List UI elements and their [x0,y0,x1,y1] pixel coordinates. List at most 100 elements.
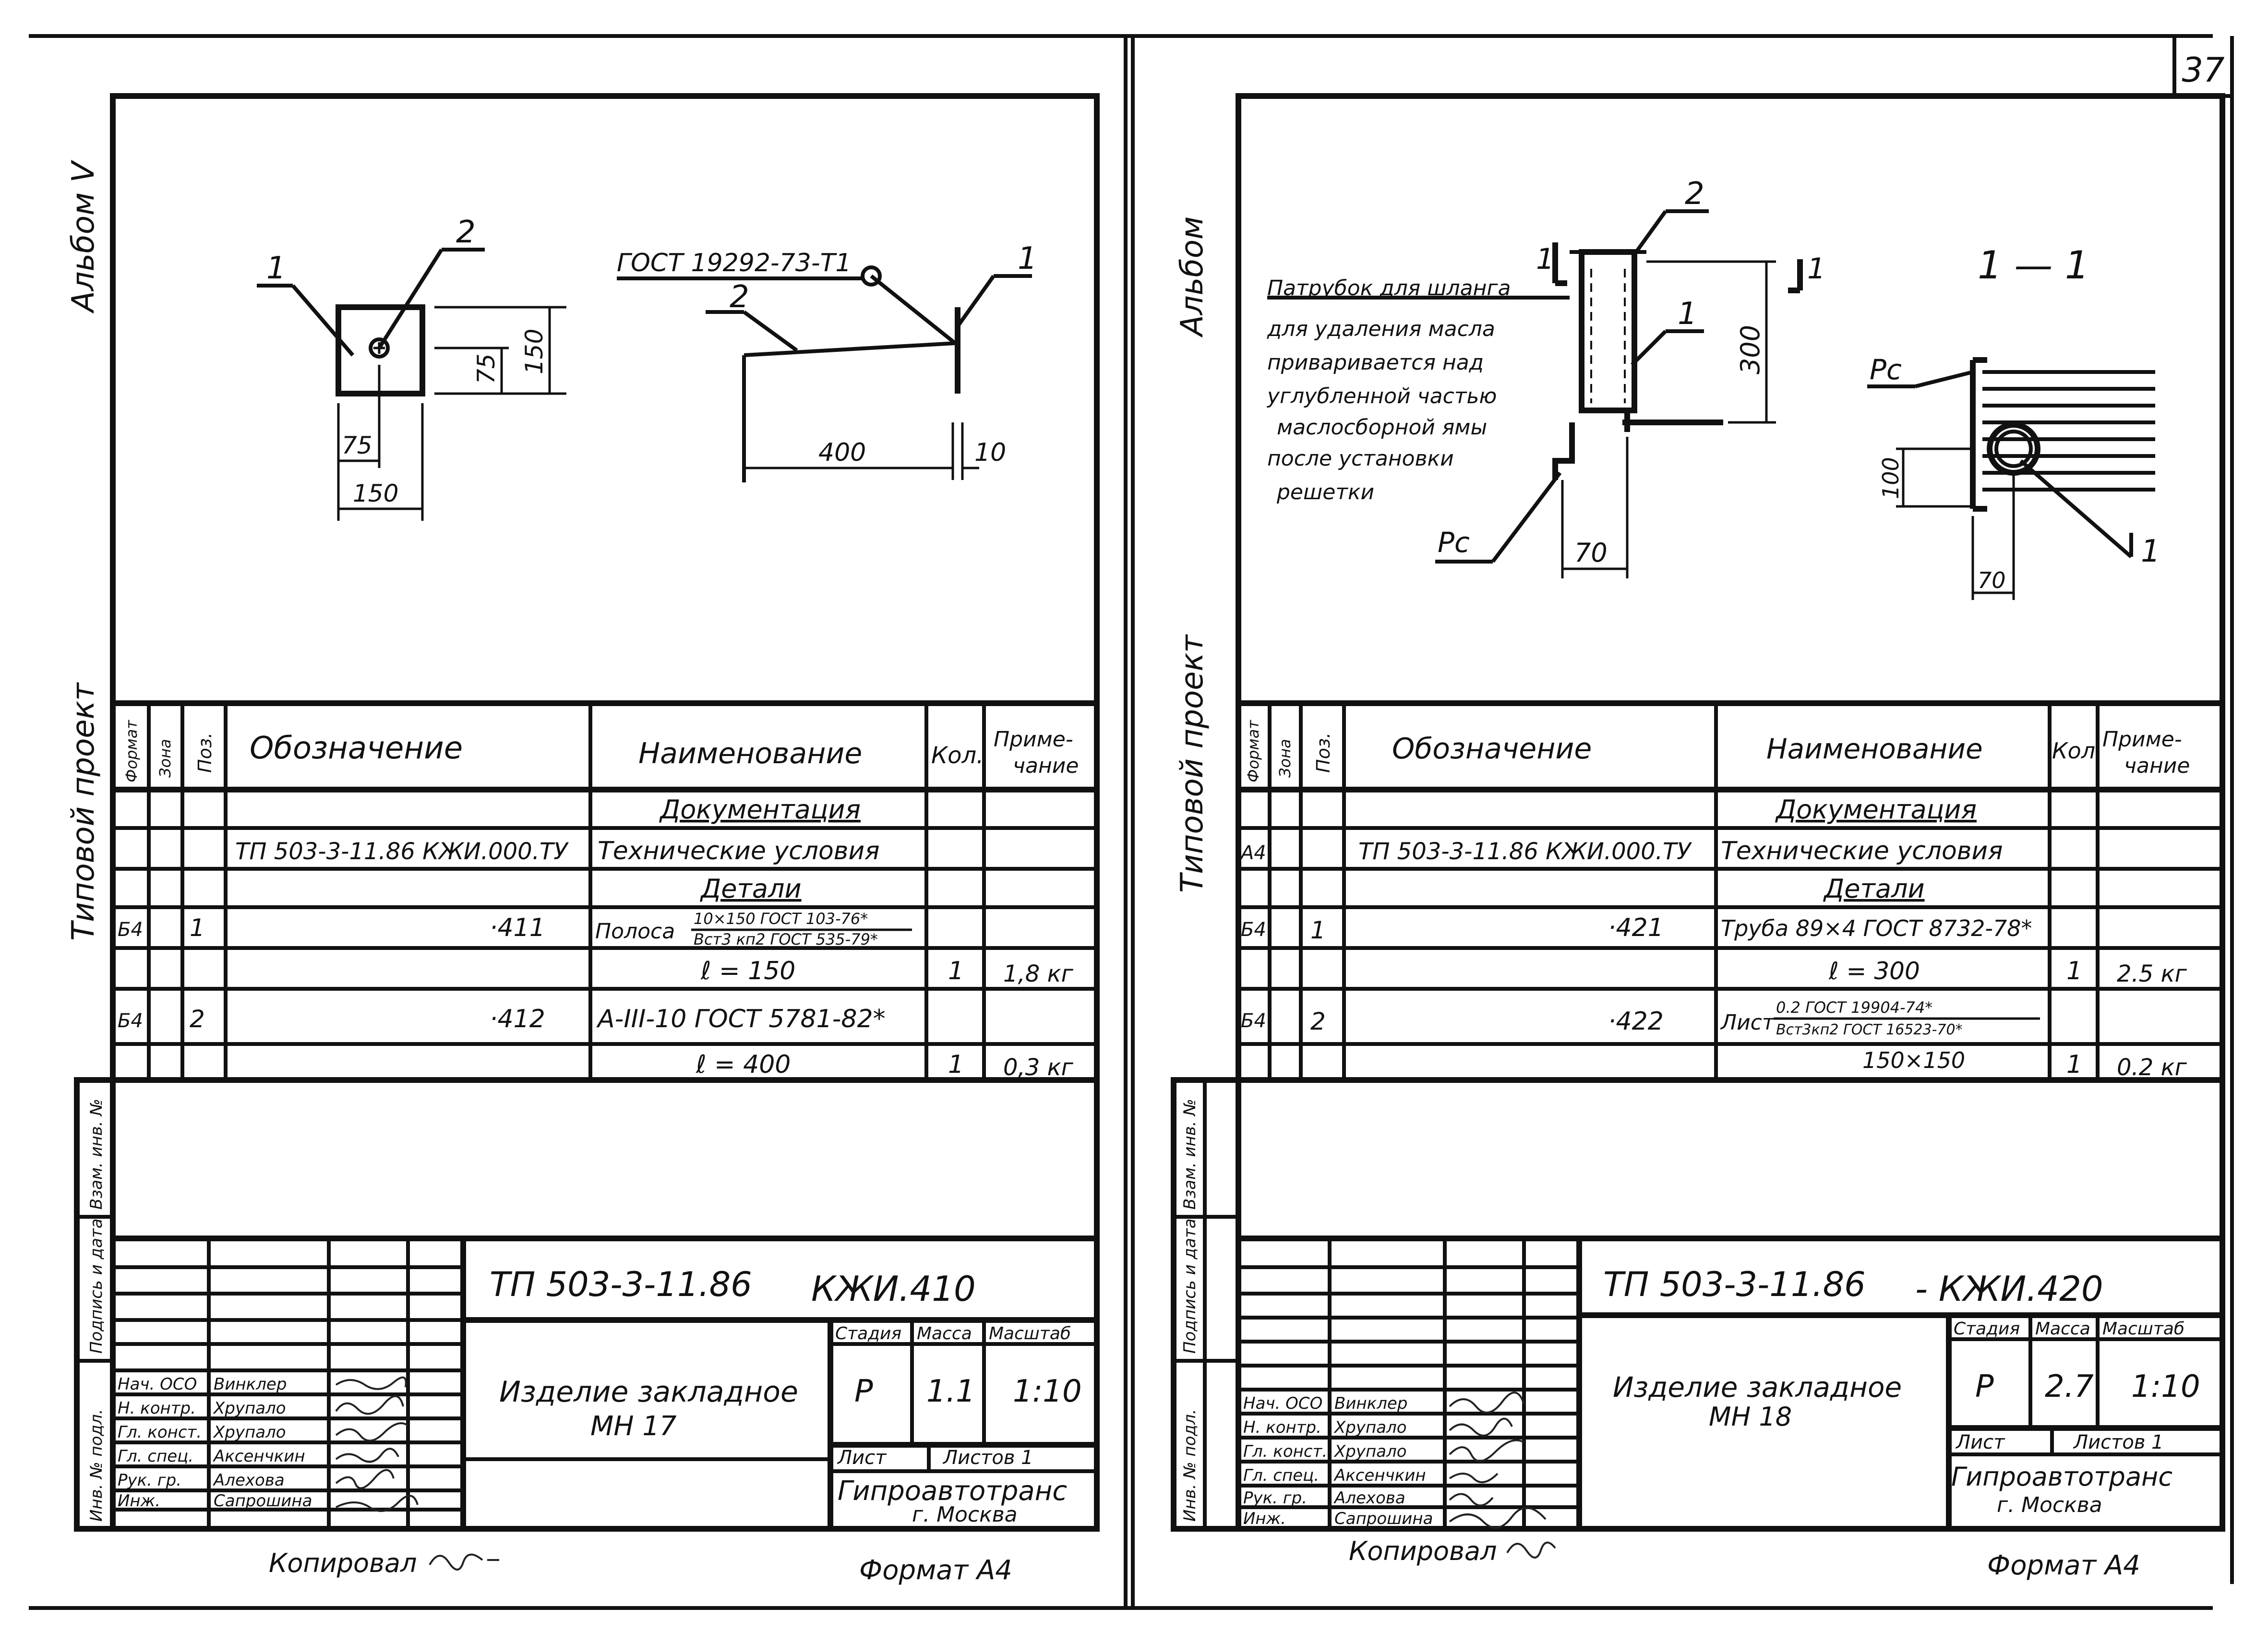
right-staff-role-6: Инж. [1243,1509,1286,1528]
right-header-qty: Кол. [2052,738,2102,764]
left-side-leader-1: 1 [1018,241,1037,276]
left-stamp-podpis: Подпись и дата [87,1218,106,1354]
left-staff-role-5: Рук. гр. [118,1471,181,1490]
left-dim-10: 10 [974,438,1006,467]
right-note-line-6: после установки [1267,446,1454,471]
left-dim-400: 400 [818,438,866,467]
left-header-pos: Поз. [194,732,216,773]
left-item-line1: Изделие закладное [499,1375,798,1409]
right-format-label: Формат А4 [1987,1550,2140,1581]
right-staff-role-5: Рук. гр. [1243,1488,1307,1508]
right-staff-role-3: Гл. конст. [1243,1442,1327,1461]
right-r2-name-den: Вст3кп2 ГОСТ 16523-70* [1776,1021,1963,1038]
left-r2-qty: 1 [948,1050,964,1079]
right-stage-value: Р [1975,1369,1994,1404]
right-r2-name-prefix: Лист [1720,1010,1775,1035]
right-staff-name-1: Винклер [1334,1394,1407,1413]
right-item-line2: МН 18 [1709,1402,1792,1432]
left-r1-note: 1,8 кг [1003,960,1074,987]
left-leader-1: 1 [266,251,286,286]
right-staff-name-4: Аксенчкин [1333,1466,1426,1485]
right-section-dim-70: 70 [1978,567,2006,593]
left-header-qty: Кол. [931,742,984,769]
right-note-line-7: решетки [1276,480,1374,504]
right-leader-2: 2 [1685,176,1704,212]
right-staff-name-6: Сапрошина [1334,1509,1433,1528]
left-section-docs: Документация [659,794,861,825]
right-section-docs: Документация [1775,794,1977,825]
right-staff-name-3: Хрупало [1333,1442,1407,1461]
right-staff-role-2: Н. контр. [1243,1418,1321,1437]
left-r2-designation: ·412 [490,1005,545,1033]
left-title-block: Нач. ОСО Винклер Н. контр. Хрупало Гл. к… [113,1236,1097,1529]
right-sheet: Альбом Типовой проект Взам. инв. № Подпи… [1171,93,2225,1581]
right-sheet-label: Лист [1955,1431,2005,1453]
left-r1-name-prefix: Полоса [595,919,675,944]
right-r2-note: 0.2 кг [2117,1054,2187,1081]
right-mass-label: Масса [2035,1319,2090,1339]
left-r1-format: Б4 [118,919,143,941]
right-section-leader-1: 1 [2141,534,2160,569]
left-dim-150-vertical: 150 [520,329,548,374]
left-mass-label: Масса [917,1324,972,1344]
left-r1-pos: 1 [190,914,205,942]
right-mass-value: 2.7 [2045,1369,2094,1404]
left-r2-format: Б4 [118,1010,143,1032]
right-r2-format: Б4 [1241,1010,1266,1032]
right-section-title: 1 — 1 [1978,243,2089,288]
left-doc-name: Технические условия [598,837,880,865]
right-code-right: - КЖИ.420 [1915,1269,2103,1309]
right-note-line-2: для удаления масла [1267,317,1495,341]
left-r2-note: 0,3 кг [1003,1054,1074,1081]
left-drawing: 1 2 75 150 75 150 [257,215,1037,521]
left-staff-role-3: Гл. конст. [118,1423,202,1442]
right-project-label: Типовой проект [1175,634,1210,893]
left-header-zone: Зона [156,739,174,778]
left-stage-label: Стадия [835,1324,901,1344]
left-sheets-label: Листов 1 [942,1447,1033,1469]
right-leader-1: 1 [1678,296,1697,332]
right-doc-format: А4 [1239,842,1266,864]
right-section-details: Детали [1823,874,1925,904]
right-note-line-3: приваривается над [1267,350,1484,375]
left-project-label: Типовой проект [66,682,101,941]
left-code-left: ТП 503-3-11.86 [490,1265,752,1304]
right-section-grid [1982,370,2155,492]
left-org-name: Гипроавтотранс [838,1476,1067,1507]
right-r1-pos: 1 [1310,916,1326,944]
left-mass-value: 1.1 [926,1374,975,1409]
right-header-note-1: Приме- [2102,727,2182,752]
right-stamp-vzam: Взам. инв. № [1180,1099,1200,1210]
right-r1-qty: 1 [2066,957,2082,985]
right-stamp-podpis: Подпись и дата [1180,1218,1200,1354]
right-note-line-1: Патрубок для шланга [1267,276,1511,300]
left-staff-name-3: Хрупало [213,1423,286,1442]
left-staff-name-6: Сапрошина [214,1491,312,1511]
left-stamp-vzam: Взам. инв. № [87,1099,106,1210]
right-r1-name: Труба 89×4 ГОСТ 8732-78* [1721,915,2032,941]
right-cut-mark-right: 1 [1807,252,1825,286]
right-dim-300: 300 [1735,325,1765,374]
left-format-label: Формат А4 [859,1555,1012,1586]
right-scale-value: 1:10 [2131,1369,2200,1404]
left-r1-name-den: Вст3 кп2 ГОСТ 535-79* [694,930,878,948]
left-staff-name-5: Алехова [213,1471,285,1490]
left-gost-label: ГОСТ 19292-73-Т1 [617,249,851,277]
right-header-pos: Поз. [1313,732,1334,773]
left-sheet-label: Лист [837,1447,887,1469]
right-sheets-label: Листов 1 [2073,1431,2164,1453]
left-sheet: Альбом V Типовой проект Взам. инв. № Под… [66,93,1100,1586]
left-copied-label: Копировал [269,1548,417,1578]
left-r1b-name: ℓ = 150 [700,957,795,985]
right-header-designation: Обозначение [1392,732,1592,766]
left-staff-role-2: Н. контр. [118,1399,196,1418]
right-copied-label: Копировал [1349,1536,1497,1566]
left-header-name: Наименование [638,737,862,770]
right-r2-pos: 2 [1310,1008,1326,1035]
right-album-label: Альбом [1175,216,1210,338]
right-pc-label: Рс [1438,526,1470,559]
left-r2b-name: ℓ = 400 [696,1050,791,1079]
right-r1-format: Б4 [1241,919,1266,941]
